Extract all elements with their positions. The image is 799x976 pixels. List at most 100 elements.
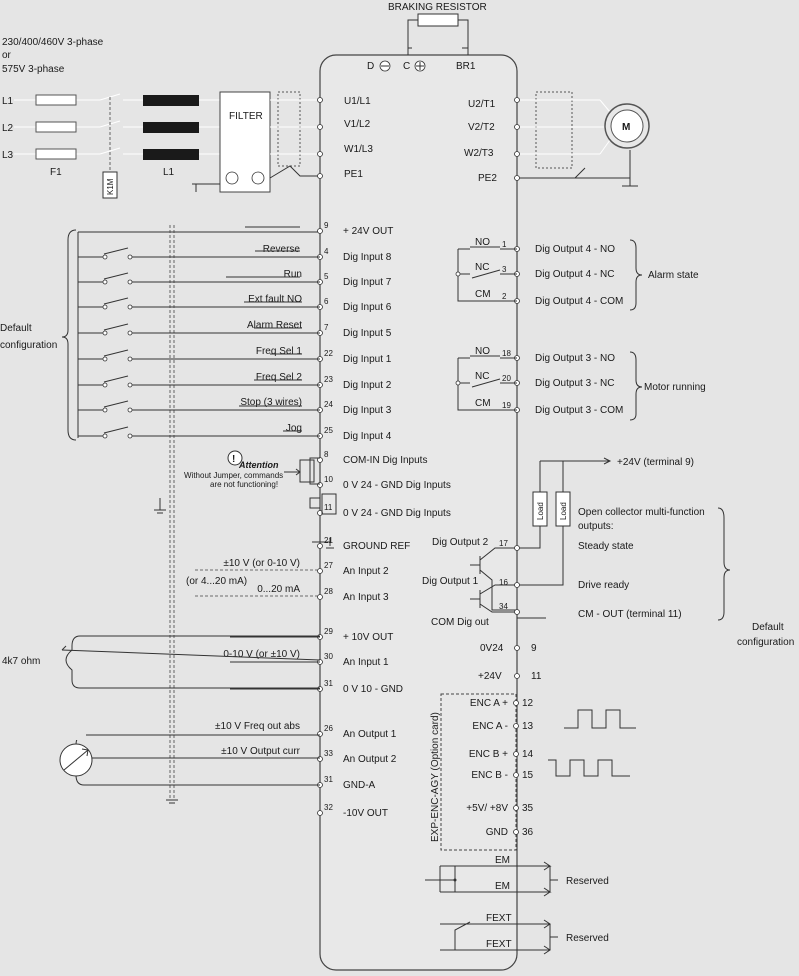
input-label-17: 0 V 10 - GND — [343, 684, 403, 695]
encoder-card-label: EXP-ENC-AGY (Option card) — [430, 712, 441, 842]
oc-f1: Steady state — [578, 541, 634, 552]
fext-a: FEXT — [486, 913, 512, 924]
input-num-2: 5 — [324, 272, 329, 281]
input-func-7: Stop (3 wires) — [240, 397, 302, 408]
input-func-5: Freq Sel 1 — [256, 346, 303, 357]
default-config-right-2: configuration — [737, 637, 794, 648]
terminal-w2: W2/T3 — [464, 148, 494, 159]
terminal-w1: W1/L3 — [344, 144, 373, 155]
em-b: EM — [495, 881, 510, 892]
fuse-l2 — [35, 121, 77, 133]
input-num-10: 10 — [324, 475, 333, 484]
encoder-num-5: 36 — [522, 827, 534, 838]
fext-b: FEXT — [486, 939, 512, 950]
switch-contact — [102, 356, 108, 362]
oc-supply: +24V (terminal 9) — [617, 457, 694, 468]
supply-line3: 575V 3-phase — [2, 64, 65, 75]
em-reserved: Reserved — [566, 876, 609, 887]
default-config-left-2: configuration — [0, 340, 57, 351]
switch-contact — [127, 382, 133, 388]
input-num-4: 7 — [324, 323, 329, 332]
encoder-num-0: 12 — [522, 698, 534, 709]
default-config-right-1: Default — [752, 622, 784, 633]
input-num-3: 6 — [324, 297, 329, 306]
motor-inner — [610, 109, 644, 143]
relay4-output-label-2: Dig Output 4 - COM — [535, 296, 623, 307]
switch-contact — [102, 330, 108, 336]
input-terminal-12 — [317, 543, 323, 549]
input-label-21: -10V OUT — [343, 808, 388, 819]
oc-f3: CM - OUT (terminal 11) — [578, 609, 682, 620]
input-label-11: 0 V 24 - GND Dig Inputs — [343, 508, 451, 519]
input-label-12: GROUND REF — [343, 541, 410, 552]
encoder-terminal-3 — [513, 772, 519, 778]
input-terminal-21 — [317, 810, 323, 816]
input-label-14: An Input 3 — [343, 592, 389, 603]
encoder-terminal-0 — [513, 700, 519, 706]
terminal-v1: V1/L2 — [344, 119, 371, 130]
relay-outputs: NO 1 Dig Output 4 - NO NC 3 Dig Output 4 - NC… — [455, 237, 623, 416]
input-label-1: Dig Input 8 — [343, 252, 392, 263]
fuse-label: F1 — [50, 167, 62, 178]
terminal-pe1: PE1 — [344, 169, 363, 180]
terminal-v2: V2/T2 — [468, 122, 495, 133]
relay4-contact-label-0: NO — [475, 237, 490, 248]
term-24v: +24V — [478, 671, 502, 682]
input-num-12: 21 — [324, 536, 333, 545]
oc-desc1: Open collector multi-function — [578, 507, 705, 518]
input-label-7: Dig Input 3 — [343, 405, 392, 416]
load-2-label: Load — [559, 502, 568, 520]
default-config-left-1: Default — [0, 323, 32, 334]
relay4-contact-label-2: CM — [475, 289, 491, 300]
an-input3-alt: (or 4...20 mA) — [186, 576, 247, 587]
encoder-label-5: GND — [486, 827, 508, 838]
attention-title: Attention — [238, 460, 279, 470]
relay3-term-2: 19 — [502, 401, 511, 410]
relay4-node — [455, 271, 461, 277]
fext-reserved: Reserved — [566, 933, 609, 944]
attention-line2: are not functioning! — [210, 480, 278, 489]
encoder-terminal-2 — [513, 751, 519, 757]
relay3-term-1: 20 — [502, 374, 511, 383]
relay3-contact-label-1: NC — [475, 371, 489, 382]
input-num-15: 29 — [324, 627, 333, 636]
filter-ground-icon-2 — [251, 171, 265, 185]
encoder-num-1: 13 — [522, 721, 534, 732]
input-num-18: 26 — [324, 724, 333, 733]
braking-resistor-label: BRAKING RESISTOR — [388, 2, 487, 13]
relay4-output-label-0: Dig Output 4 - NO — [535, 244, 615, 255]
input-label-0: + 24V OUT — [343, 226, 393, 237]
switch-contact — [127, 330, 133, 336]
input-label-9: COM-IN Dig Inputs — [343, 455, 427, 466]
input-terminal-14 — [317, 594, 323, 600]
input-label-10: 0 V 24 - GND Dig Inputs — [343, 480, 451, 491]
input-label-16: An Input 1 — [343, 657, 389, 668]
oc-t34: 34 — [499, 602, 508, 611]
relay4-term-1: 3 — [502, 265, 507, 274]
oc-out2: Dig Output 2 — [432, 537, 489, 548]
terminal-c: C — [403, 61, 410, 72]
oc-t16: 16 — [499, 578, 508, 587]
term-11: 11 — [531, 671, 542, 682]
encoder-num-2: 14 — [522, 749, 534, 760]
relay4-term-0: 1 — [502, 240, 507, 249]
contactor-label: K1M — [106, 178, 115, 195]
switch-contact — [102, 433, 108, 439]
encoder-terminal-5 — [513, 829, 519, 835]
relay4-term-2: 2 — [502, 292, 507, 301]
input-label-4: Dig Input 5 — [343, 328, 392, 339]
input-num-11: 11 — [324, 503, 333, 512]
input-label-13: An Input 2 — [343, 566, 389, 577]
input-num-13: 27 — [324, 561, 333, 570]
input-num-9: 8 — [324, 450, 329, 459]
relay3-contact-label-2: CM — [475, 398, 491, 409]
relay4-output-label-1: Dig Output 4 - NC — [535, 269, 614, 280]
term-0v24: 0V24 — [480, 643, 504, 654]
terminal-d: D — [367, 61, 374, 72]
input-func-1: Reverse — [263, 244, 301, 255]
input-func-18: ±10 V Freq out abs — [215, 721, 300, 732]
input-num-5: 22 — [324, 349, 333, 358]
oc-f2: Drive ready — [578, 580, 629, 591]
